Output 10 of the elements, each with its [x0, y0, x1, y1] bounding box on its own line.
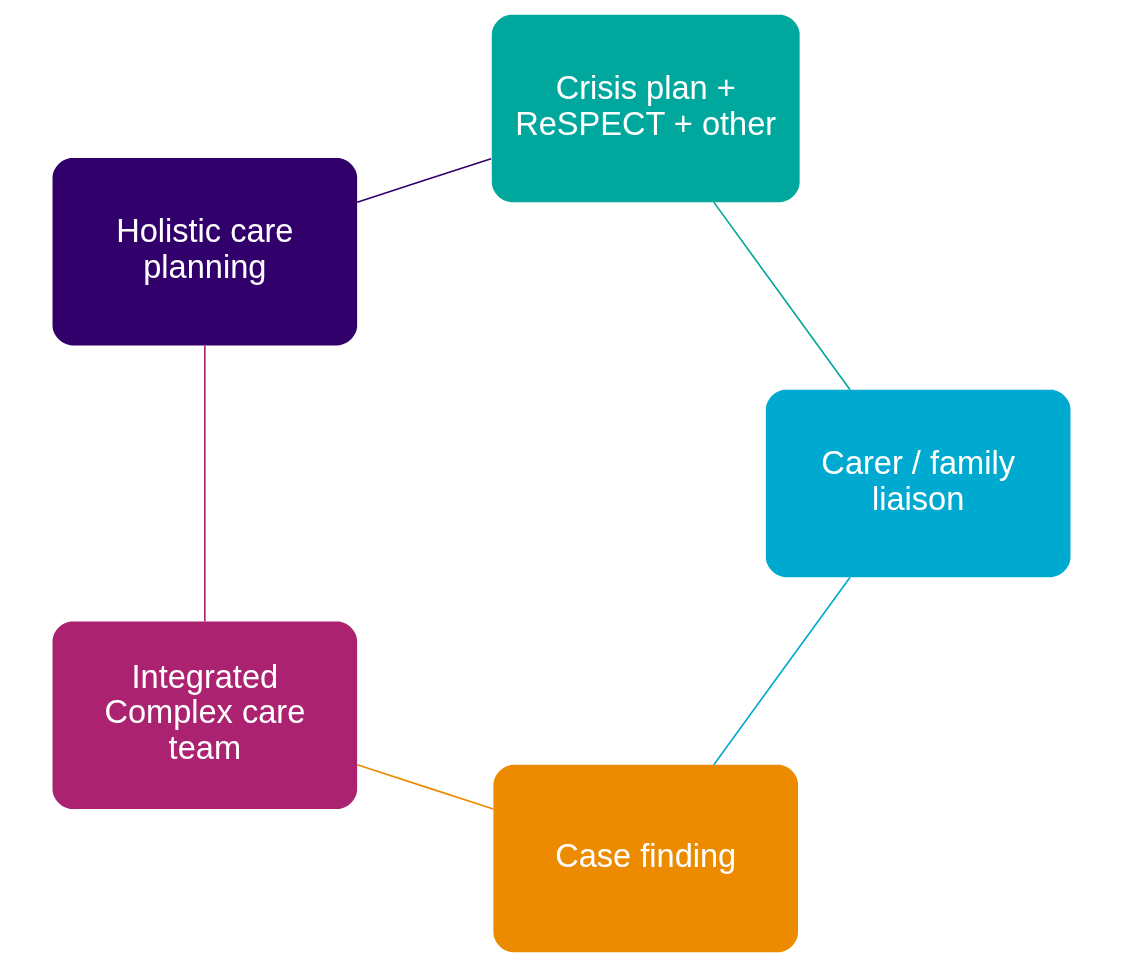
connector [203, 344, 206, 623]
connector [355, 763, 494, 810]
node-box: Carer / family liaison [765, 389, 1070, 578]
connector [355, 157, 492, 204]
connector [712, 201, 851, 391]
node-box: Integrated Complex care team [52, 621, 357, 809]
node-box: Holistic care planning [52, 158, 357, 346]
connector [712, 576, 851, 766]
node-box: Case finding [492, 764, 798, 953]
node-box: Crisis plan + ReSPECT + other [491, 14, 800, 203]
